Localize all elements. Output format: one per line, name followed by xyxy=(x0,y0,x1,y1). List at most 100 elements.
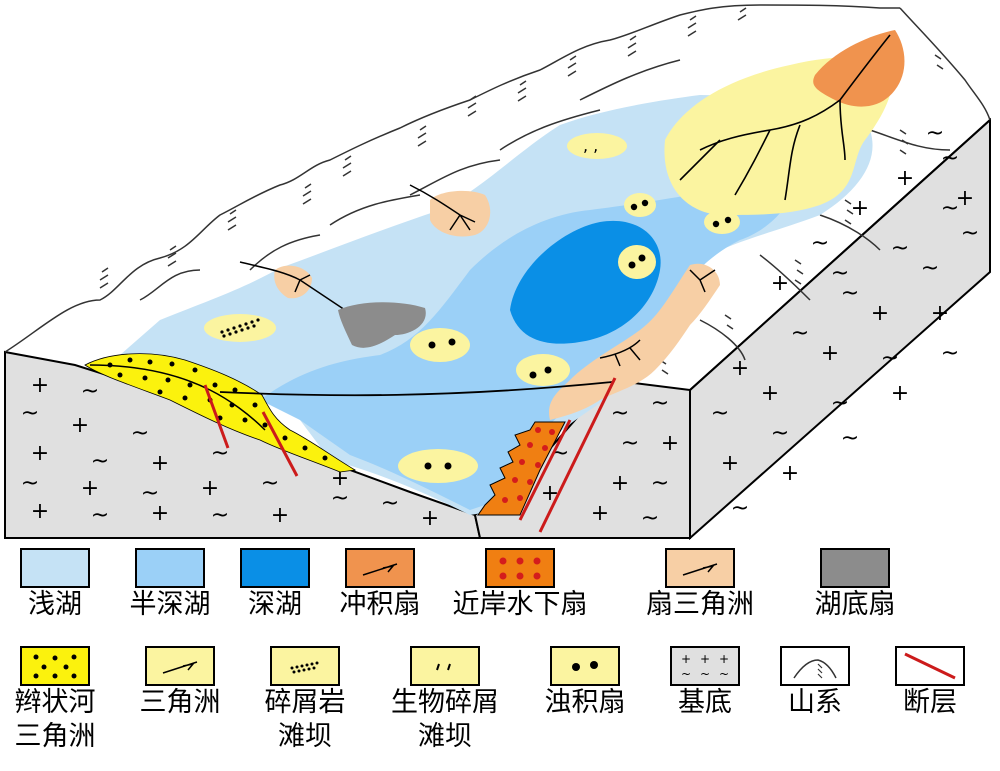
legend-label-line1: 碎屑岩 xyxy=(264,687,346,718)
fan-delta-north xyxy=(430,190,491,237)
legend-nearshore-subaqueous-fan: 近岸水下扇 xyxy=(440,548,600,622)
svg-text:+: + xyxy=(271,503,289,528)
svg-text:+: + xyxy=(851,196,869,221)
legend-label: 基底 xyxy=(678,687,732,718)
basement-texture: +~ ~+~ +~+~ ~+~+~ +~+~+~~+ + ~~~+ ~++~+~… xyxy=(21,121,979,531)
svg-text:~: ~ xyxy=(261,471,279,496)
svg-text:+: + xyxy=(896,166,914,191)
clastic-beach-bar xyxy=(204,314,276,342)
mountain-range xyxy=(4,4,991,375)
svg-text:+: + xyxy=(421,506,439,531)
svg-text:+: + xyxy=(871,301,889,326)
svg-text:+: + xyxy=(81,476,99,501)
dotted-rows-icon xyxy=(290,661,319,674)
svg-text:~: ~ xyxy=(21,401,39,426)
svg-text:+: + xyxy=(731,356,749,381)
svg-text:~: ~ xyxy=(681,667,691,681)
svg-text:~: ~ xyxy=(711,401,729,426)
legend-label-line2: 滩坝 xyxy=(278,721,332,752)
svg-text:~: ~ xyxy=(791,321,809,346)
legend-label: 浅湖 xyxy=(28,589,82,620)
fan-delta-east xyxy=(549,263,720,420)
svg-text:+: + xyxy=(781,461,799,486)
svg-text:+: + xyxy=(31,373,49,398)
svg-text:~: ~ xyxy=(621,431,639,456)
bioclastic-beach-bar xyxy=(567,133,627,159)
legend-label: 半深湖 xyxy=(129,589,211,620)
svg-text:+: + xyxy=(541,481,559,506)
svg-text:~: ~ xyxy=(941,146,959,171)
sublacustrine-fan-deposit xyxy=(338,302,426,348)
svg-text:+: + xyxy=(761,381,779,406)
svg-text:~: ~ xyxy=(926,121,944,146)
two-dots-icon xyxy=(572,661,598,671)
svg-text:~: ~ xyxy=(961,221,979,246)
legend-label: 扇三角洲 xyxy=(646,589,754,620)
svg-text:+: + xyxy=(71,413,89,438)
svg-text:~: ~ xyxy=(651,471,669,496)
svg-text:+: + xyxy=(151,501,169,526)
svg-text:~: ~ xyxy=(771,421,789,446)
svg-text:~: ~ xyxy=(651,391,669,416)
legend-mountains: 山系 xyxy=(770,646,860,720)
svg-text:+: + xyxy=(771,271,789,296)
legend-label: 断层 xyxy=(903,687,957,718)
svg-text:+: + xyxy=(891,381,909,406)
legend-clastic-bar: 碎屑岩 滩坝 xyxy=(250,646,360,754)
black-dots-icon xyxy=(33,654,77,679)
delta-channels xyxy=(679,34,891,201)
legend-sublacustrine-fan: 湖底扇 xyxy=(795,548,915,622)
legend: 浅湖 半深湖 深湖 冲积扇 近岸水下扇 扇三角洲 湖底扇 xyxy=(0,540,1000,771)
svg-text:+: + xyxy=(931,301,949,326)
legend-label: 湖底扇 xyxy=(814,589,896,620)
svg-text:~: ~ xyxy=(611,401,629,426)
red-dots-icon xyxy=(499,557,541,580)
svg-text:~: ~ xyxy=(91,449,109,474)
svg-text:~: ~ xyxy=(700,667,710,681)
legend-shallow-lake: 浅湖 xyxy=(5,548,105,622)
svg-text:~: ~ xyxy=(81,379,99,404)
svg-text:+: + xyxy=(700,652,710,666)
svg-text:+: + xyxy=(331,466,349,491)
legend-label: 山系 xyxy=(788,687,842,718)
svg-text:+: + xyxy=(611,471,629,496)
lacustrine-basin-block-diagram: +~ ~+~ +~+~ ~+~+~ +~+~+~~+ + ~~~+ ~++~+~… xyxy=(4,4,991,540)
red-line-icon xyxy=(904,652,956,680)
plus-tilde-icon: +++ ~~~ xyxy=(681,652,729,681)
svg-text:, ,: , , xyxy=(583,136,598,155)
svg-text:+: + xyxy=(721,451,739,476)
svg-text:~: ~ xyxy=(731,496,749,521)
svg-text:~: ~ xyxy=(91,503,109,528)
legend-label-line1: 辫状河 xyxy=(14,687,96,718)
svg-text:~: ~ xyxy=(211,441,229,466)
turbidite-fan-4 xyxy=(618,245,656,279)
svg-text:~: ~ xyxy=(881,346,899,371)
svg-text:+: + xyxy=(201,476,219,501)
svg-text:+: + xyxy=(661,431,679,456)
legend-label: 三角洲 xyxy=(139,687,221,718)
channel-arrow-icon xyxy=(362,563,398,576)
svg-text:~: ~ xyxy=(891,236,909,261)
svg-text:~: ~ xyxy=(131,421,149,446)
braided-delta-deposit xyxy=(84,353,357,473)
legend-delta: 三角洲 xyxy=(125,646,235,720)
legend-label-line2: 滩坝 xyxy=(418,721,472,752)
svg-text:+: + xyxy=(31,441,49,466)
svg-text:+: + xyxy=(956,186,974,211)
legend-alluvial-fan: 冲积扇 xyxy=(325,548,435,622)
svg-text:~: ~ xyxy=(641,506,659,531)
svg-text:~: ~ xyxy=(811,231,829,256)
svg-text:~: ~ xyxy=(141,481,159,506)
svg-text:~: ~ xyxy=(831,261,849,286)
svg-text:~: ~ xyxy=(941,341,959,366)
legend-bioclastic-bar: 生物碎屑 滩坝 xyxy=(375,646,515,754)
legend-label-line1: 生物碎屑 xyxy=(391,687,499,718)
alluvial-fan-deposit xyxy=(813,30,905,107)
svg-text:~: ~ xyxy=(841,426,859,451)
svg-text:~: ~ xyxy=(719,667,729,681)
svg-text:+: + xyxy=(719,652,729,666)
svg-text:~: ~ xyxy=(211,503,229,528)
svg-text:+: + xyxy=(821,341,839,366)
svg-text:~: ~ xyxy=(841,281,859,306)
legend-fan-delta: 扇三角洲 xyxy=(625,548,775,622)
